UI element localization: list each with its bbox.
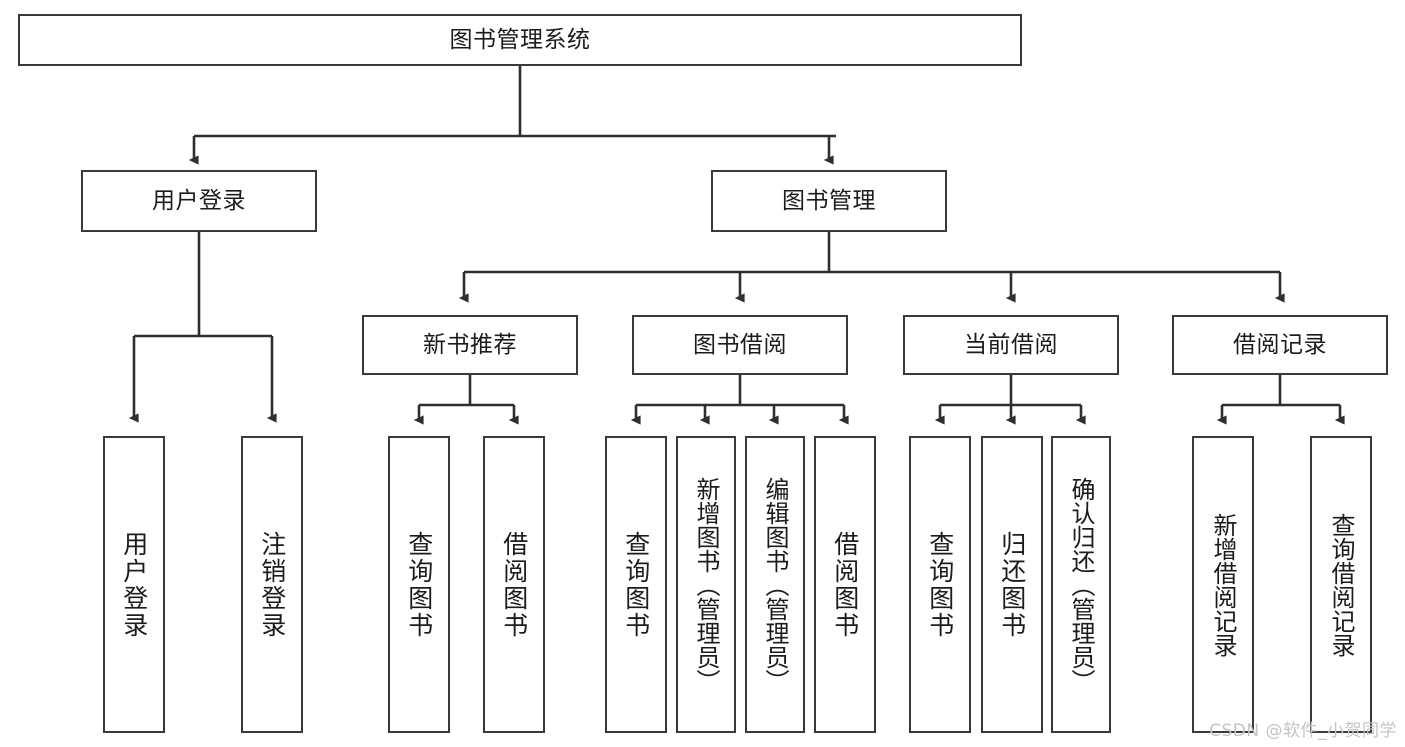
leaf-borrow-borrow-book[interactable]: 借阅图书 bbox=[814, 436, 876, 733]
node-label: 用户登录 bbox=[119, 530, 149, 639]
node-label: 注销登录 bbox=[257, 530, 287, 639]
node-label: 编辑图书（管理员） bbox=[761, 476, 789, 693]
node-label: 图书管理系统 bbox=[449, 26, 591, 53]
node-label: 图书管理 bbox=[782, 187, 876, 214]
leaf-borrow-add-book-admin[interactable]: 新增图书（管理员） bbox=[676, 436, 736, 733]
leaf-user-login[interactable]: 用户登录 bbox=[103, 436, 165, 733]
node-label: 新增借阅记录 bbox=[1209, 512, 1237, 657]
node-label: 图书借阅 bbox=[693, 331, 787, 358]
node-label: 当前借阅 bbox=[964, 331, 1058, 358]
node-book-borrow[interactable]: 图书借阅 bbox=[632, 315, 848, 375]
node-label: 归还图书 bbox=[997, 530, 1027, 639]
node-label: 查询图书 bbox=[621, 530, 651, 639]
leaf-current-return-book[interactable]: 归还图书 bbox=[981, 436, 1043, 733]
node-label: 借阅图书 bbox=[830, 530, 860, 639]
leaf-borrow-edit-book-admin[interactable]: 编辑图书（管理员） bbox=[745, 436, 805, 733]
node-label: 查询图书 bbox=[404, 530, 434, 639]
node-label: 确认归还（管理员） bbox=[1067, 476, 1095, 693]
node-label: 借阅图书 bbox=[499, 530, 529, 639]
node-book-management[interactable]: 图书管理 bbox=[711, 170, 947, 232]
node-new-book-recommend[interactable]: 新书推荐 bbox=[362, 315, 578, 375]
leaf-user-logout[interactable]: 注销登录 bbox=[241, 436, 303, 733]
node-label: 借阅记录 bbox=[1233, 331, 1327, 358]
leaf-record-query-record[interactable]: 查询借阅记录 bbox=[1310, 436, 1372, 733]
csdn-watermark: CSDN @软件_小贺同学 bbox=[1209, 721, 1397, 741]
node-current-borrow[interactable]: 当前借阅 bbox=[903, 315, 1119, 375]
leaf-current-confirm-return-admin[interactable]: 确认归还（管理员） bbox=[1051, 436, 1111, 733]
leaf-newbook-query-book[interactable]: 查询图书 bbox=[388, 436, 450, 733]
node-label: 查询借阅记录 bbox=[1327, 512, 1355, 657]
node-label: 用户登录 bbox=[152, 187, 246, 214]
leaf-newbook-borrow-book[interactable]: 借阅图书 bbox=[483, 436, 545, 733]
leaf-current-query-book[interactable]: 查询图书 bbox=[909, 436, 971, 733]
leaf-record-add-record[interactable]: 新增借阅记录 bbox=[1192, 436, 1254, 733]
node-label: 新书推荐 bbox=[423, 331, 517, 358]
node-user-login[interactable]: 用户登录 bbox=[81, 170, 317, 232]
node-borrow-record[interactable]: 借阅记录 bbox=[1172, 315, 1388, 375]
node-label: 新增图书（管理员） bbox=[692, 476, 720, 693]
node-label: 查询图书 bbox=[925, 530, 955, 639]
node-root-system[interactable]: 图书管理系统 bbox=[18, 14, 1022, 66]
leaf-borrow-query-book[interactable]: 查询图书 bbox=[605, 436, 667, 733]
